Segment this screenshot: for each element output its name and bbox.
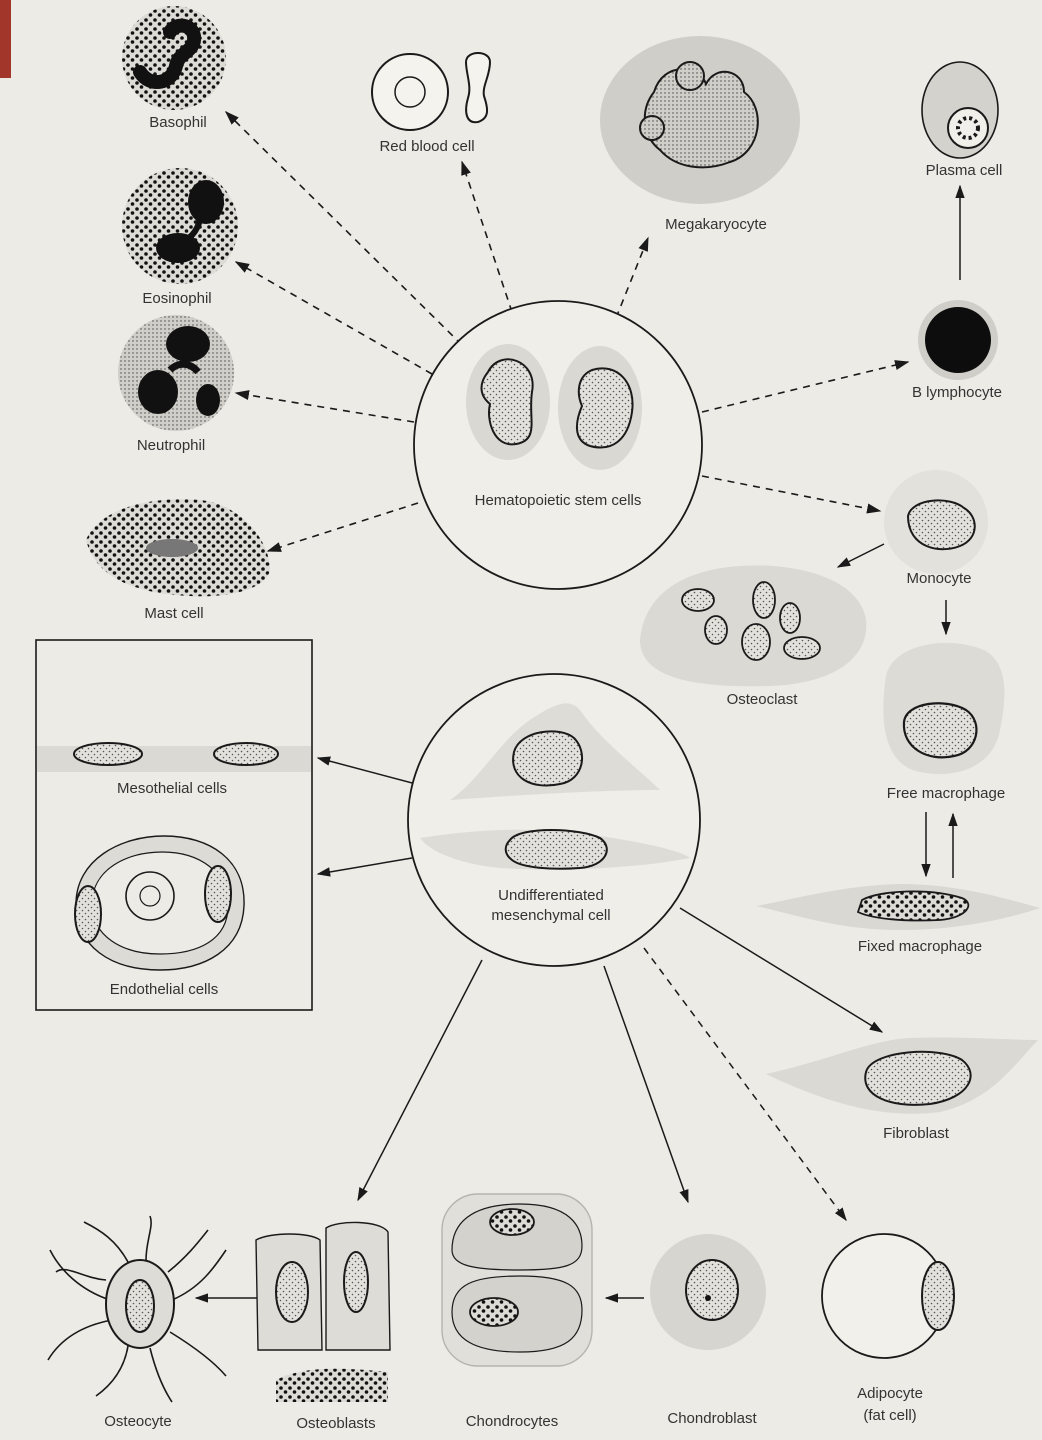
arrow-to-endothelial	[318, 858, 412, 874]
mesothelial-cells	[37, 743, 311, 772]
label-osteoclast: Osteoclast	[727, 690, 798, 709]
label-chondroblast: Chondroblast	[667, 1409, 756, 1428]
blymph-cell	[918, 300, 998, 380]
label-plasma: Plasma cell	[926, 161, 1003, 180]
rbc-cell	[372, 53, 490, 130]
label-mesothelial: Mesothelial cells	[117, 779, 227, 798]
label-basophil: Basophil	[149, 113, 207, 132]
eosinophil-cell	[122, 168, 238, 284]
arrow-to-mesothelial	[318, 758, 416, 784]
mast-cell	[86, 499, 270, 596]
arrow-monocyte-to-osteoclast	[838, 544, 884, 567]
arrow-to-monocyte	[702, 476, 880, 511]
basophil-cell	[122, 6, 226, 110]
label-blymph: B lymphocyte	[912, 383, 1002, 402]
label-fixedmac: Fixed macrophage	[858, 937, 982, 956]
hematopoietic-stem-cells	[414, 301, 702, 589]
osteoblasts-cells	[256, 1222, 390, 1402]
osteoclast-cell	[640, 565, 866, 686]
label-mesenchymal-2: mesenchymal cell	[491, 906, 610, 925]
label-adipocyte-1: Adipocyte	[857, 1384, 923, 1403]
arrow-to-chondroblast	[604, 966, 688, 1202]
label-fibroblast: Fibroblast	[883, 1124, 949, 1143]
neutrophil-cell	[118, 315, 234, 431]
label-chondrocytes: Chondrocytes	[466, 1412, 559, 1431]
arrow-to-blymph	[702, 362, 908, 412]
fibroblast-cell	[766, 1037, 1038, 1113]
arrow-to-osteoblasts	[358, 960, 482, 1200]
label-mesenchymal-1: Undifferentiated	[498, 886, 604, 905]
osteocyte-cell	[48, 1216, 226, 1402]
endothelial-cells	[75, 836, 244, 970]
arrow-to-megakaryocyte	[616, 238, 648, 318]
label-osteocyte: Osteocyte	[104, 1412, 172, 1431]
freemac-cell	[883, 643, 1004, 774]
megakaryocyte-cell	[600, 36, 800, 204]
label-eosinophil: Eosinophil	[142, 289, 211, 308]
label-adipocyte-2: (fat cell)	[863, 1406, 916, 1425]
arrow-to-rbc	[462, 162, 512, 312]
label-mast: Mast cell	[144, 604, 203, 623]
label-hematopoietic: Hematopoietic stem cells	[475, 491, 642, 510]
label-rbc: Red blood cell	[379, 137, 474, 156]
label-monocyte: Monocyte	[906, 569, 971, 588]
arrow-to-eosinophil	[236, 262, 432, 374]
fixedmac-cell	[756, 884, 1040, 930]
label-megakaryocyte: Megakaryocyte	[665, 215, 767, 234]
adipocyte-cell	[822, 1234, 954, 1358]
chondroblast-cell	[650, 1234, 766, 1350]
label-osteoblasts: Osteoblasts	[296, 1414, 375, 1433]
label-endothelial: Endothelial cells	[110, 980, 218, 999]
plasma-cell	[922, 62, 998, 158]
chondrocytes-cells	[442, 1194, 592, 1366]
arrow-to-mast	[268, 503, 418, 551]
monocyte-cell	[884, 470, 988, 574]
arrow-to-neutrophil	[236, 393, 414, 422]
label-neutrophil: Neutrophil	[137, 436, 205, 455]
label-freemac: Free macrophage	[887, 784, 1005, 803]
